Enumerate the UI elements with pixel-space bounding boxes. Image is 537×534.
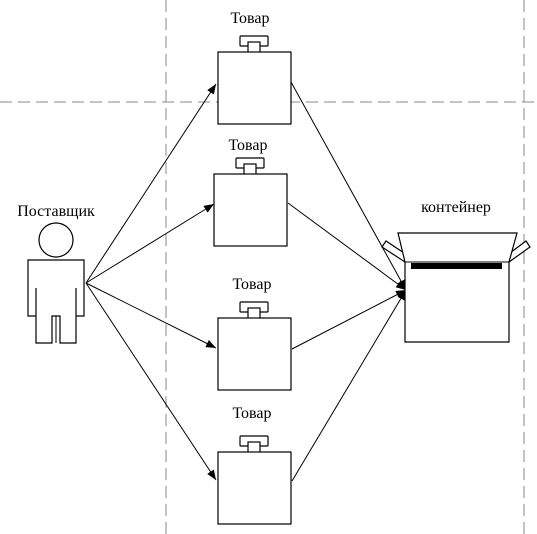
edge-supplier-product-2 bbox=[85, 203, 215, 284]
person-icon bbox=[27, 222, 85, 344]
edge-supplier-product-4 bbox=[85, 282, 217, 481]
product-label-4: Товар bbox=[232, 405, 271, 422]
shopping-bag-icon bbox=[217, 35, 292, 125]
open-box-icon bbox=[381, 232, 531, 343]
container-slot bbox=[411, 263, 502, 269]
product-node-1: Товар bbox=[217, 10, 292, 125]
supplier-label: Поставщик bbox=[17, 203, 95, 220]
container-node: контейнер bbox=[381, 199, 531, 343]
product-label-3: Товар bbox=[232, 276, 271, 293]
shopping-bag-icon bbox=[217, 301, 292, 391]
product-node-3: Товар bbox=[217, 276, 292, 391]
edge-product-4-container bbox=[291, 289, 407, 482]
edge-product-2-container bbox=[287, 202, 407, 291]
edge-supplier-product-1 bbox=[85, 83, 217, 284]
edge-product-3-container bbox=[291, 289, 407, 350]
product-label-2: Товар bbox=[228, 137, 267, 154]
shopping-bag-icon bbox=[213, 157, 288, 247]
shopping-bag-icon bbox=[217, 435, 292, 525]
edge-product-1-container bbox=[290, 81, 407, 291]
supplier-node: Поставщик bbox=[17, 203, 95, 344]
product-node-2: Товар bbox=[213, 137, 288, 247]
edge-supplier-product-3 bbox=[85, 282, 217, 349]
supplier-edges bbox=[85, 83, 217, 481]
container-edges bbox=[287, 81, 407, 482]
product-label-1: Товар bbox=[230, 10, 269, 27]
product-node-4: Товар bbox=[217, 405, 292, 525]
container-label: контейнер bbox=[421, 199, 491, 216]
